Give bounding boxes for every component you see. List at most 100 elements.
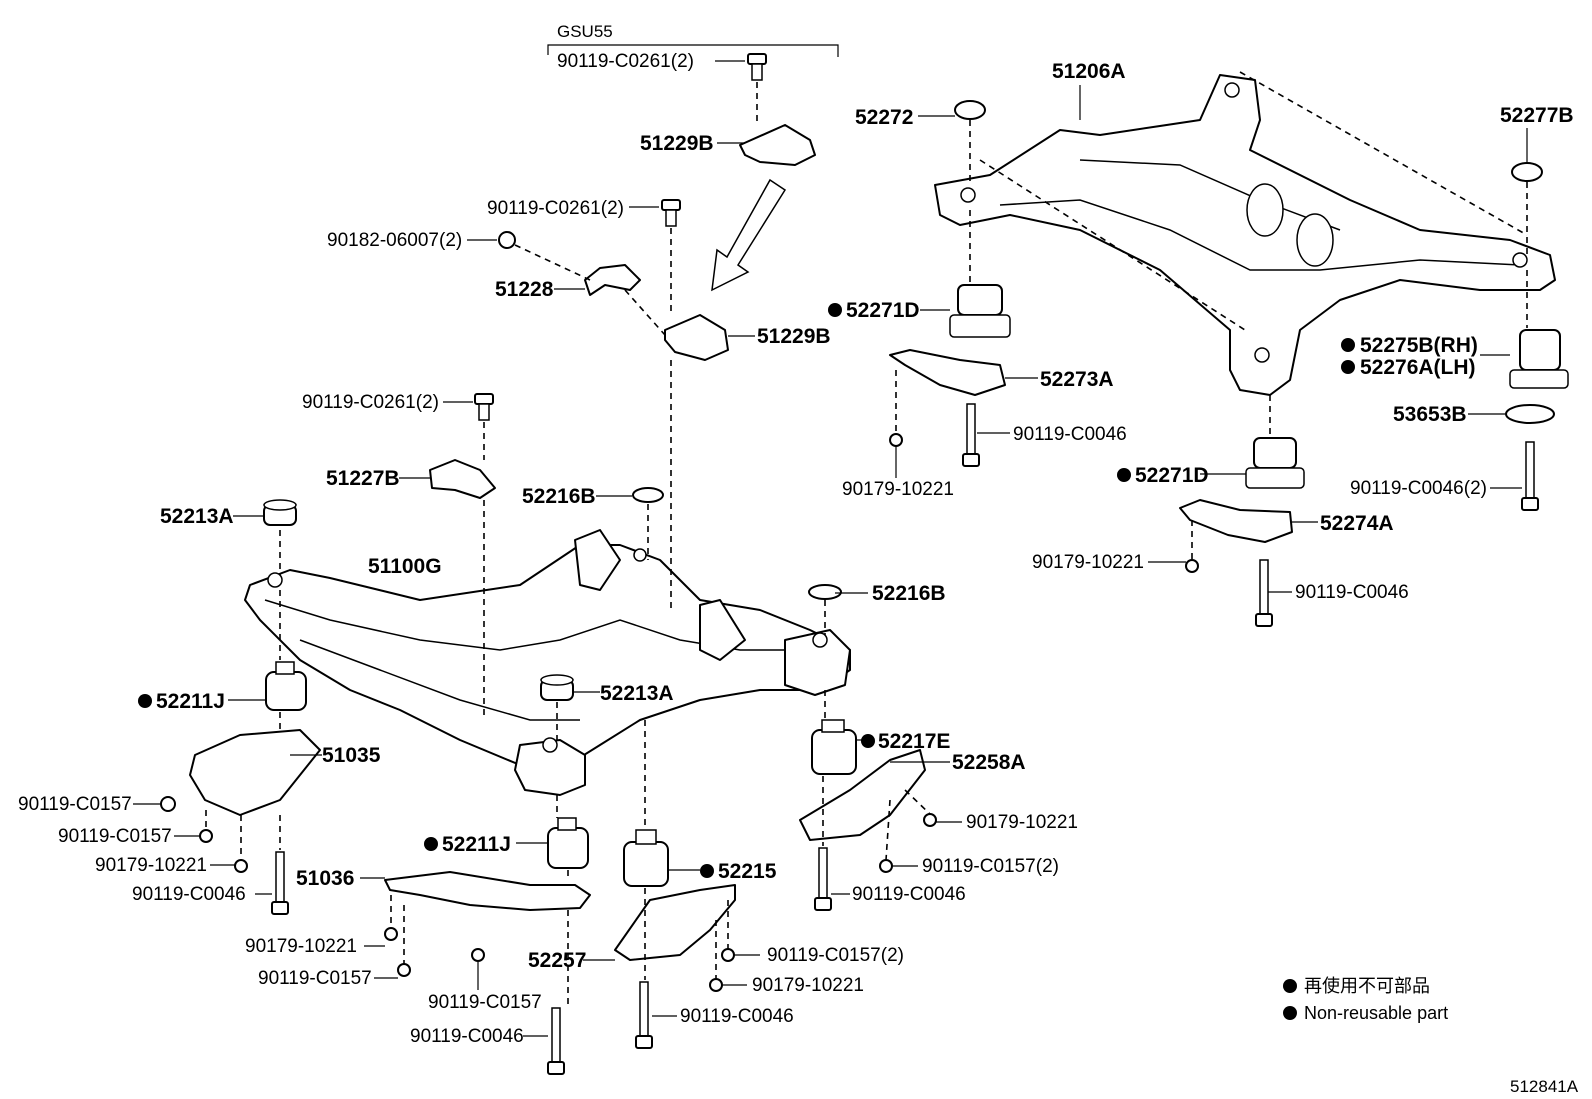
- nut-90179-10221-d: [923, 813, 937, 827]
- label-90119-c0046-c: 90119-C0046: [680, 1006, 794, 1027]
- alignment-lines: [205, 71, 1528, 1006]
- label-52216b-a: 52216B: [522, 485, 596, 508]
- label-90179-10221-a: 90179-10221: [95, 855, 207, 876]
- label-90179-10221-e: 90179-10221: [842, 479, 954, 500]
- bracket-51036: [384, 871, 591, 911]
- nut-90179-10221-b: [384, 927, 398, 941]
- label-90119-c0046-b: 90119-C0046: [410, 1026, 524, 1047]
- label-52213a-b: 52213A: [600, 682, 674, 705]
- label-90119-c0046-a: 90119-C0046: [132, 884, 246, 905]
- bolt-90119-c0157-c: [397, 963, 411, 977]
- nut-52272: [954, 100, 986, 120]
- label-51228: 51228: [495, 278, 554, 301]
- label-53653b: 53653B: [1393, 403, 1467, 426]
- diagram-ref-code: 512841A: [1510, 1077, 1579, 1096]
- bolt-90119-c0046-a: [271, 851, 289, 915]
- bolt-90119-c0157-2-b: [879, 859, 893, 873]
- label-90119-c0157-b: 90119-C0157: [58, 826, 172, 847]
- bracket-51228: [584, 264, 641, 296]
- label-90119-c0046-e: 90119-C0046: [1013, 424, 1127, 445]
- bushing-52211j-b: [547, 817, 589, 869]
- bolt-90119-c0157-a: [160, 796, 176, 812]
- bolt-90119-c0157-d: [471, 948, 485, 962]
- label-90119-c0157-2-a: 90119-C0157(2): [767, 945, 904, 966]
- bracket-52257: [614, 884, 736, 961]
- bracket-51227b: [429, 459, 496, 499]
- mount-52275b-52276a: [1509, 329, 1569, 389]
- part-labels: 90119-C0261(2) 51229B 90119-C0261(2) 901…: [18, 51, 1574, 1047]
- label-52273a: 52273A: [1040, 368, 1114, 391]
- label-52276a-lh: 52276A(LH): [1360, 356, 1476, 379]
- bushing-52213a-a: [263, 499, 297, 526]
- washer-53653b: [1505, 404, 1555, 424]
- label-52211j-b: 52211J: [442, 833, 511, 856]
- bracket-52274a: [1179, 499, 1293, 543]
- nut-90182-06007: [498, 231, 516, 249]
- label-90182-06007: 90182-06007(2): [327, 230, 462, 251]
- bolt-90119-c0046-e: [962, 403, 980, 467]
- nut-90179-10221-e: [889, 433, 903, 447]
- bolt-90119-c0046-2: [1521, 441, 1539, 511]
- non-reusable-markers: [138, 303, 1355, 878]
- bushing-52213a-b: [540, 674, 574, 701]
- bolt-90119-c0046-c: [635, 981, 653, 1049]
- label-51036: 51036: [296, 867, 354, 890]
- label-90119-c0157-c: 90119-C0157: [258, 968, 372, 989]
- label-52217e: 52217E: [878, 730, 950, 753]
- bracket-52273a: [889, 349, 1006, 396]
- bushing-52215: [623, 829, 669, 887]
- label-90119-c0046-f: 90119-C0046: [1295, 582, 1409, 603]
- label-51206a: 51206A: [1052, 60, 1126, 83]
- label-52271d-b: 52271D: [1135, 464, 1209, 487]
- label-52213a-a: 52213A: [160, 505, 234, 528]
- label-90119-c0261-top: 90119-C0261(2): [557, 51, 694, 72]
- label-90119-c0261-mid: 90119-C0261(2): [487, 198, 624, 219]
- bolt-90119-c0046-f: [1255, 559, 1273, 627]
- legend: 再使用不可部品 Non-reusable part: [1283, 976, 1448, 1023]
- label-52211j-a: 52211J: [156, 690, 225, 713]
- bushing-52217e: [811, 719, 857, 775]
- label-90119-c0157-a: 90119-C0157: [18, 794, 132, 815]
- front-small-parts: [160, 53, 937, 1075]
- mount-52271d-b: [1245, 437, 1305, 489]
- legend-dot-1: [1283, 979, 1297, 993]
- bolt-90119-c0046-b: [547, 1007, 565, 1075]
- bolt-90119-c0157-b: [199, 829, 213, 843]
- legend-dot-2: [1283, 1006, 1297, 1020]
- label-90119-c0261-low: 90119-C0261(2): [302, 392, 439, 413]
- bracket-51035: [189, 729, 321, 816]
- label-90119-c0157-2-b: 90119-C0157(2): [922, 856, 1059, 877]
- rear-small-parts: [889, 100, 1569, 627]
- label-51229b-top: 51229B: [640, 132, 714, 155]
- label-90179-10221-f: 90179-10221: [1032, 552, 1144, 573]
- label-52272: 52272: [855, 106, 913, 129]
- label-52275b-rh: 52275B(RH): [1360, 334, 1478, 357]
- gsu55-label: GSU55: [557, 22, 613, 41]
- bolt-90119-c0261-low: [474, 393, 494, 421]
- label-51229b-mid: 51229B: [757, 325, 831, 348]
- label-90179-10221-d: 90179-10221: [966, 812, 1078, 833]
- bracket-51229b-top: [739, 124, 816, 166]
- label-52277b: 52277B: [1500, 104, 1574, 127]
- front-crossmember-51100g: [244, 529, 851, 796]
- gsu55-group: GSU55: [547, 22, 839, 57]
- label-90179-10221-c: 90179-10221: [752, 975, 864, 996]
- legend-english: Non-reusable part: [1304, 1003, 1448, 1023]
- label-90119-c0046-d: 90119-C0046: [852, 884, 966, 905]
- label-90119-c0046-2: 90119-C0046(2): [1350, 478, 1487, 499]
- nut-90179-10221-c: [709, 978, 723, 992]
- nut-52277b: [1511, 162, 1543, 182]
- label-90119-c0157-d: 90119-C0157: [428, 992, 542, 1013]
- label-52258a: 52258A: [952, 751, 1026, 774]
- bolt-90119-c0046-d: [814, 847, 832, 911]
- nut-90179-10221-f: [1185, 559, 1199, 573]
- label-52257: 52257: [528, 949, 586, 972]
- bolt-90119-c0157-2-a: [721, 948, 735, 962]
- leader-lines: [133, 60, 1528, 1037]
- mount-52271d-a: [949, 284, 1011, 338]
- label-52271d-a: 52271D: [846, 299, 920, 322]
- legend-japanese: 再使用不可部品: [1304, 976, 1430, 996]
- bolt-90119-c0261-mid: [661, 199, 681, 227]
- washer-52216b-b: [808, 584, 842, 600]
- bushing-52211j-a: [265, 661, 307, 711]
